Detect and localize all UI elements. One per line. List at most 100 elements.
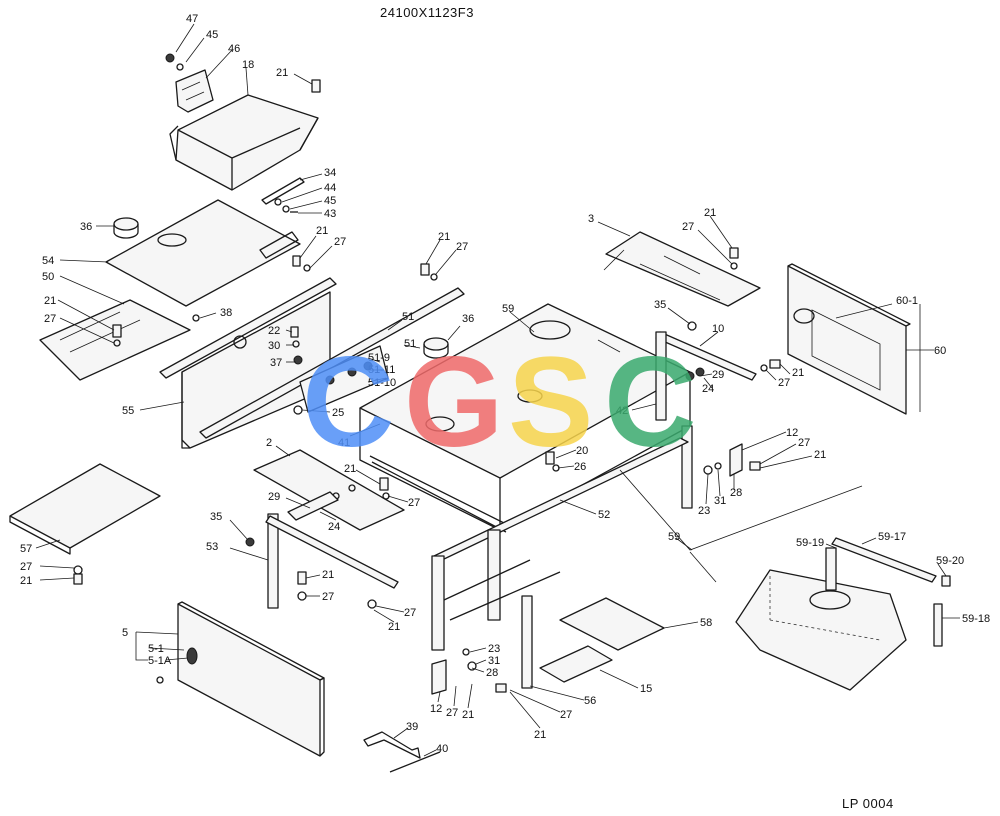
frame-member-part-10	[655, 331, 757, 421]
callout-27: 27	[20, 561, 32, 573]
plate-part-15	[539, 645, 613, 683]
watermark-letter-c1: C	[302, 331, 394, 474]
watermark-letter-s: S	[508, 331, 593, 474]
callout-3: 3	[588, 213, 594, 225]
callout-21: 21	[44, 295, 56, 307]
handle-part-39	[363, 731, 421, 759]
callout-29: 29	[268, 491, 280, 503]
bar-part-59-19	[825, 547, 837, 591]
callout-36: 36	[80, 221, 92, 233]
callout-44: 44	[324, 182, 336, 194]
callout-51-11: 51-11	[368, 364, 395, 376]
callout-23: 23	[488, 643, 500, 655]
callout-35: 35	[654, 299, 666, 311]
callout-21: 21	[792, 367, 804, 379]
door-part-5	[177, 601, 325, 757]
callout-50: 50	[42, 271, 54, 283]
fastener-part-25	[293, 405, 303, 415]
pin-part-38	[192, 314, 200, 322]
bolt-part-21-top	[311, 79, 321, 93]
parts-line-art	[9, 53, 951, 773]
callout-52: 52	[598, 509, 610, 521]
callout-28: 28	[486, 667, 498, 679]
callout-21: 21	[534, 729, 546, 741]
plate-part-58	[559, 597, 665, 651]
rail-part-51	[199, 287, 465, 439]
front-frame-part-53	[265, 491, 399, 609]
callout-57: 57	[20, 543, 32, 555]
callout-21: 21	[344, 463, 356, 475]
callout-59-18: 59-18	[962, 613, 990, 625]
page-code: LP 0004	[842, 796, 894, 811]
callout-42: 42	[616, 405, 628, 417]
callout-55: 55	[122, 405, 134, 417]
callout-51-10: 51-10	[368, 377, 396, 389]
callout-21: 21	[462, 709, 474, 721]
callout-27: 27	[408, 497, 420, 509]
callout-21: 21	[276, 67, 288, 79]
hinge-part-12-right	[729, 443, 743, 477]
filler-cap-part-36-top	[113, 217, 139, 239]
drawing-number: 24100X1123F3	[380, 5, 474, 20]
callout-26: 26	[574, 461, 586, 473]
bolt-part-20	[545, 451, 555, 465]
callout-18: 18	[242, 59, 254, 71]
callout-27: 27	[44, 313, 56, 325]
callout-21: 21	[322, 569, 334, 581]
bolt-part-47	[165, 53, 175, 63]
callout-60: 60	[934, 345, 946, 357]
callout-46: 46	[228, 43, 240, 55]
callout-27: 27	[778, 377, 790, 389]
callout-21: 21	[316, 225, 328, 237]
callout-40: 40	[436, 743, 448, 755]
callout-59: 59	[502, 303, 514, 315]
callout-20: 20	[576, 445, 588, 457]
callout-29: 29	[712, 369, 724, 381]
callout-15: 15	[640, 683, 652, 695]
pin-part-35-right	[687, 321, 697, 331]
callout-39: 39	[406, 721, 418, 733]
fuel-tank-part-18	[169, 94, 319, 191]
callout-21: 21	[438, 231, 450, 243]
callout-21: 21	[20, 575, 32, 587]
callout-59-17: 59-17	[878, 531, 906, 543]
leader-lines	[35, 23, 960, 757]
callout-10: 10	[712, 323, 724, 335]
callout-53: 53	[206, 541, 218, 553]
rear-post-part-42	[681, 425, 693, 509]
callout-35: 35	[210, 511, 222, 523]
plate-part-3	[605, 231, 761, 307]
callout-59: 59	[668, 531, 680, 543]
callout-labels: 47 45 46 18 21 34 44 45 43 36 54 50 21 2…	[20, 13, 990, 755]
watermark-logo: C G S C	[302, 331, 696, 474]
callout-54: 54	[42, 255, 54, 267]
callout-51: 51	[402, 311, 414, 323]
callout-21: 21	[388, 621, 400, 633]
hood-part-59-assembly	[735, 537, 951, 691]
callout-45: 45	[324, 195, 336, 207]
strip-part-59-17	[831, 537, 937, 583]
cover-plate-part-54	[105, 199, 301, 307]
callout-27: 27	[798, 437, 810, 449]
callout-28: 28	[730, 487, 742, 499]
filler-cap-part-36-center	[423, 337, 449, 359]
bolt-part-21-left	[112, 324, 122, 338]
callout-34: 34	[324, 167, 336, 179]
watermark-letter-g: G	[404, 331, 504, 474]
base-frame-part-52	[431, 437, 689, 651]
callout-24: 24	[702, 383, 714, 395]
callout-59-20: 59-20	[936, 555, 964, 567]
callout-5-1: 5-1	[148, 643, 164, 655]
callout-12: 12	[430, 703, 442, 715]
callout-51: 51	[404, 338, 416, 350]
callout-23: 23	[698, 505, 710, 517]
callout-27: 27	[322, 591, 334, 603]
callout-58: 58	[700, 617, 712, 629]
callout-51-9: 51-9	[368, 352, 390, 364]
callout-37: 37	[270, 357, 282, 369]
callout-5: 5	[122, 627, 128, 639]
callout-56: 56	[584, 695, 596, 707]
callout-27: 27	[456, 241, 468, 253]
callout-30: 30	[268, 340, 280, 352]
